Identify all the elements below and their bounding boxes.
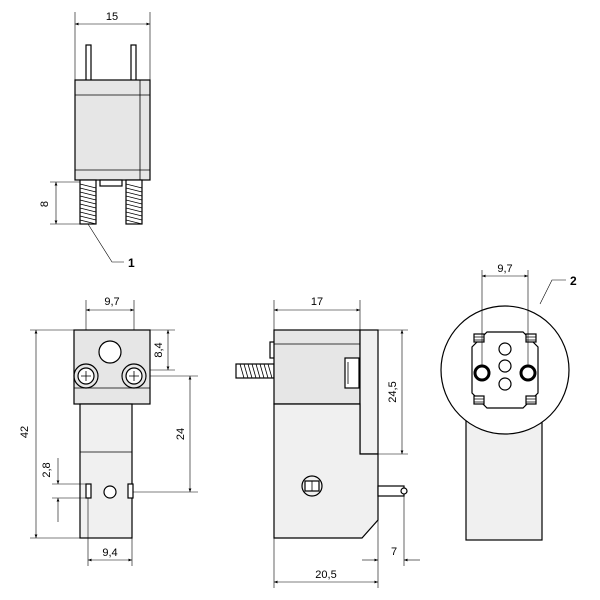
dim-side-height: 24,5 [387,381,399,402]
dim-front-hole-spacing: 24 [175,428,187,440]
dim-front-small: 2,8 [41,462,53,477]
detail-view: 9,7 2 [440,263,577,541]
dim-front-upper: 8,4 [153,342,165,357]
dim-side-total-width: 20,5 [315,569,336,581]
callout-1: 1 [128,256,135,270]
dim-thread-length: 8 [39,201,51,207]
front-view: 9,7 42 8,4 24 2,8 9,4 [19,296,198,566]
dim-top-width: 15 [106,11,118,23]
top-body [74,79,151,181]
front-mount-hole [103,485,117,499]
top-pin-left [85,44,92,86]
detail-port-left [473,364,491,382]
dim-side-pin: 7 [391,546,397,558]
side-wing [359,329,379,455]
front-screw-left [73,363,99,389]
side-thread [235,363,275,379]
top-thread-left [79,179,97,225]
dim-front-top-width: 9,7 [104,296,119,308]
detail-port-bottom [498,377,512,391]
top-pin-right [130,44,137,86]
side-pin [377,485,405,497]
detail-port-center [498,359,512,373]
detail-port-right [519,364,537,382]
top-view: 15 8 1 [39,11,151,270]
dim-detail-width: 9,7 [497,263,512,275]
dim-front-height: 42 [19,426,31,438]
front-screw-right [121,363,147,389]
callout-2: 2 [570,274,577,288]
side-led-icon [301,475,323,497]
side-view: 17 24,5 20,5 7 [235,296,420,588]
detail-port-top [498,342,512,356]
front-lower-body [79,403,133,539]
detail-pads [473,333,537,405]
dim-side-top-width: 17 [311,296,323,308]
front-top-port [98,340,122,364]
dim-front-bottom-width: 9,4 [102,547,117,559]
top-thread-right [125,179,143,225]
